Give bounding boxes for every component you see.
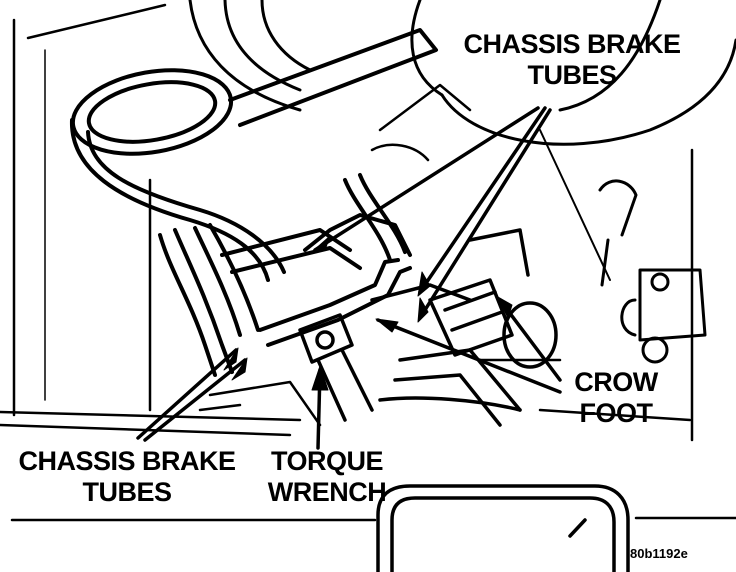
leader-left-a: [136, 348, 238, 440]
arrowheads: [223, 235, 513, 391]
leader-top-b: [418, 106, 547, 294]
chassis-brake-tubes-left: [158, 223, 362, 377]
leader-top-a: [313, 106, 540, 252]
background-structure: [0, 3, 736, 522]
crow-foot-block: [378, 228, 558, 427]
label-line: TUBES: [82, 477, 172, 507]
label-line: CHASSIS BRAKE: [463, 29, 681, 59]
label-line: TORQUE: [270, 446, 384, 476]
leader-crow-a: [376, 318, 562, 394]
label-crow-foot: CROW FOOT: [556, 367, 676, 429]
label-line: CHASSIS BRAKE: [18, 446, 236, 476]
label-chassis-brake-tubes-bottom: CHASSIS BRAKE TUBES: [4, 446, 250, 508]
label-chassis-brake-tubes-top: CHASSIS BRAKE TUBES: [452, 29, 692, 91]
tube-loop: [69, 28, 438, 282]
label-line: TUBES: [527, 60, 617, 90]
leader-lines: [136, 106, 562, 450]
leader-crow-b: [498, 298, 562, 382]
mounting-bracket: [539, 129, 707, 364]
bottom-housing: [376, 484, 630, 572]
label-line: CROW: [574, 367, 658, 397]
label-line: WRENCH: [267, 477, 387, 507]
label-torque-wrench: TORQUE WRENCH: [258, 446, 396, 508]
leader-top-c: [418, 108, 552, 320]
label-line: FOOT: [579, 398, 654, 428]
master-cylinder-housing: [188, 0, 736, 146]
leader-left-b: [143, 358, 247, 442]
figure-id: 80b1192e: [630, 546, 688, 561]
